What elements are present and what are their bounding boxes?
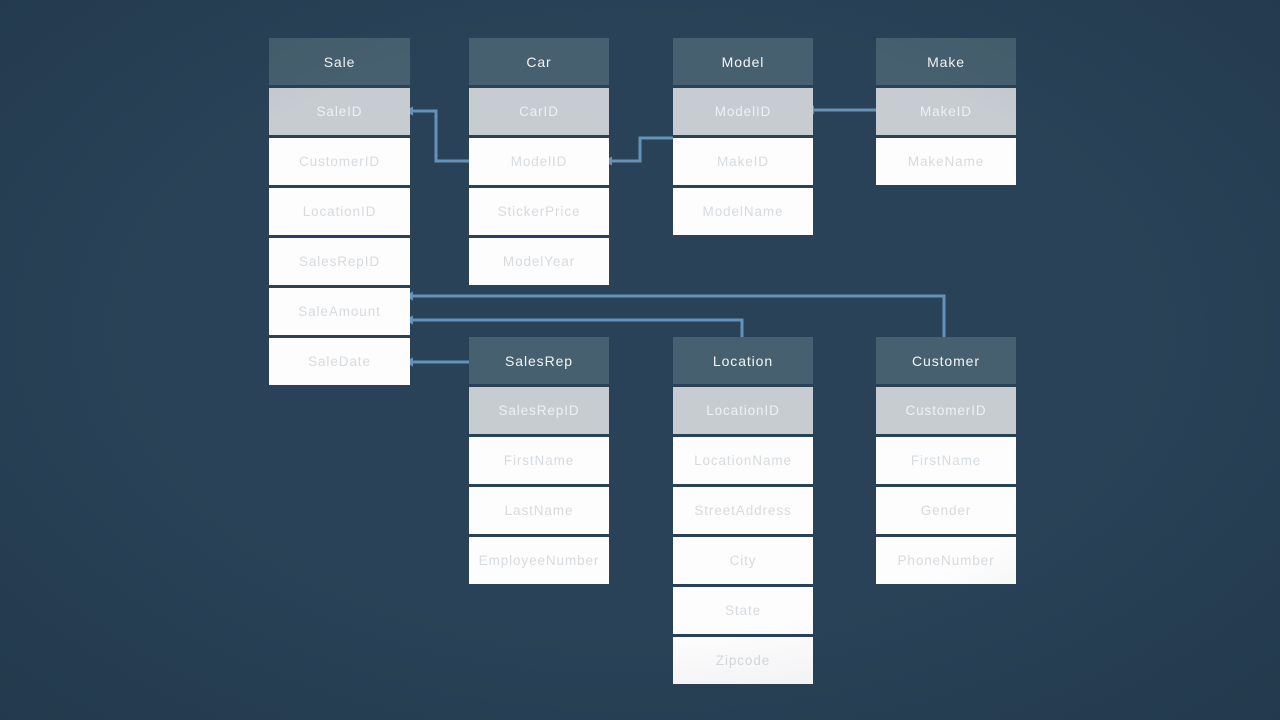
table-header-salesrep: SalesRep xyxy=(469,337,609,384)
field-row-modelid: ModelID xyxy=(469,138,609,185)
relationship-line-sale-customer xyxy=(405,294,946,340)
field-row-streetaddress: StreetAddress xyxy=(673,487,813,534)
relationship-line-car-model xyxy=(604,136,673,163)
field-row-makeid: MakeID xyxy=(673,138,813,185)
relationship-line-sale-car xyxy=(405,109,469,163)
field-row-salesrepid: SalesRepID xyxy=(269,238,410,285)
pk-field-row-makeid: MakeID xyxy=(876,88,1016,135)
pk-field-row-carid: CarID xyxy=(469,88,609,135)
field-row-modelyear: ModelYear xyxy=(469,238,609,285)
field-row-stickerprice: StickerPrice xyxy=(469,188,609,235)
pk-field-row-salesrepid: SalesRepID xyxy=(469,387,609,434)
field-row-firstname: FirstName xyxy=(469,437,609,484)
field-row-employeenumber: EmployeeNumber xyxy=(469,537,609,584)
field-row-saleamount: SaleAmount xyxy=(269,288,410,335)
table-header-make: Make xyxy=(876,38,1016,85)
field-row-customerid: CustomerID xyxy=(269,138,410,185)
field-row-gender: Gender xyxy=(876,487,1016,534)
table-header-sale: Sale xyxy=(269,38,410,85)
pk-field-row-modelid: ModelID xyxy=(673,88,813,135)
field-row-locationid: LocationID xyxy=(269,188,410,235)
field-row-makename: MakeName xyxy=(876,138,1016,185)
table-header-car: Car xyxy=(469,38,609,85)
field-row-zipcode: Zipcode xyxy=(673,637,813,684)
field-row-modelname: ModelName xyxy=(673,188,813,235)
table-header-location: Location xyxy=(673,337,813,384)
field-row-locationname: LocationName xyxy=(673,437,813,484)
table-header-model: Model xyxy=(673,38,813,85)
field-row-saledate: SaleDate xyxy=(269,338,410,385)
pk-field-row-customerid: CustomerID xyxy=(876,387,1016,434)
field-row-firstname: FirstName xyxy=(876,437,1016,484)
field-row-lastname: LastName xyxy=(469,487,609,534)
field-row-city: City xyxy=(673,537,813,584)
field-row-state: State xyxy=(673,587,813,634)
field-row-phonenumber: PhoneNumber xyxy=(876,537,1016,584)
table-header-customer: Customer xyxy=(876,337,1016,384)
pk-field-row-locationid: LocationID xyxy=(673,387,813,434)
pk-field-row-saleid: SaleID xyxy=(269,88,410,135)
